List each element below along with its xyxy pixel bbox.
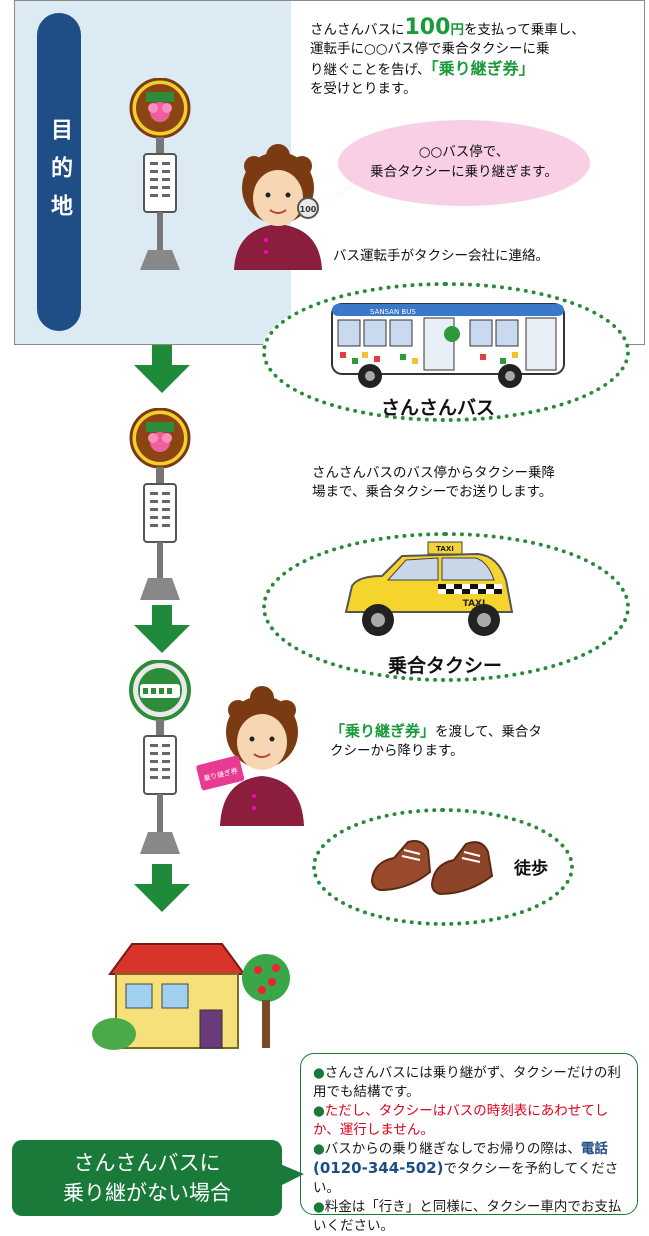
step-label-pill: 目的地 [37, 13, 81, 331]
bubble-line2: 乗合タクシーに乗り継ぎます。 [370, 164, 558, 180]
panel2-description: さんさんバスのバス停からタクシー乗降 場まで、乗合タクシーでお送りします。 [312, 464, 642, 502]
instr-line4: を受けとります。 [310, 81, 417, 97]
bus-stop-sign-icon [129, 78, 191, 270]
no-transfer-notes: ●さんさんバスには乗り継がず、タクシーだけの利用でも結構です。 ●ただし、タクシ… [300, 1053, 638, 1234]
down-arrow [134, 605, 190, 653]
panel1-instruction: さんさんバスに100円を支払って乗車し、 運転手に○○バス停で乗合タクシーに乗 … [310, 15, 640, 99]
panel3-instruction: 「乗り継ぎ券」を渡して、乗合タ クシーから降ります。 [330, 722, 640, 761]
note-item-warning: ●ただし、タクシーはバスの時刻表にあわせてしか、運行しません。 [313, 1103, 609, 1138]
bus-caption: さんさんバス [381, 397, 496, 419]
taxi-stand-sign-icon [129, 660, 191, 854]
badge-pointer [280, 1164, 304, 1186]
desc-line1: さんさんバスのバス停からタクシー乗降 [312, 465, 555, 481]
bus-stop-sign-icon [129, 408, 191, 600]
taxi-icon: TAXI TAXI [344, 541, 514, 636]
bus-sign: SANSAN BUS [370, 308, 416, 316]
note-item: ●さんさんバスには乗り継がず、タクシーだけの利用でも結構です。 [313, 1065, 621, 1100]
note-item: ●料金は「行き」と同様に、タクシー車内でお支払いください。 [313, 1199, 622, 1234]
taxi-sign: TAXI [463, 599, 486, 609]
step-label: タクシー乗降場 [47, 646, 71, 807]
step-label-pill: さんさんバス・バス停 [37, 370, 81, 598]
transfer-ticket-label: 「乗り継ぎ券」 [430, 59, 535, 78]
badge-line1: さんさんバスに [73, 1151, 221, 1175]
bubble-tail [318, 180, 358, 210]
driver-contact-text: バス運転手がタクシー会社に連絡。 [333, 248, 549, 264]
instr-line1a: さんさんバスに [310, 22, 405, 38]
walk-caption: 徒歩 [514, 859, 548, 879]
taxi-caption: 乗合タクシー [388, 655, 503, 677]
instr-line2: 運転手に○○バス停で乗合タクシーに乗 [310, 41, 550, 57]
instr-line1b: を支払って乗車し、 [463, 22, 585, 38]
speech-bubble: ○○バス停で、 乗合タクシーに乗り継ぎます。 [338, 120, 590, 206]
down-arrow [134, 345, 190, 393]
down-arrow [134, 864, 190, 912]
person-icon: 100 [234, 144, 322, 270]
instr-line2: クシーから降ります。 [330, 743, 464, 759]
house-icon [92, 943, 290, 1050]
step-label-pill: タクシー乗降場 [37, 630, 81, 856]
phone-number[interactable]: (0120-344-502) [313, 1159, 444, 1177]
step-label: 目的地 [47, 118, 72, 232]
fare-amount: 100 [404, 15, 451, 40]
bubble-line1: ○○バス停で、 [418, 144, 510, 160]
no-transfer-badge: さんさんバスに 乗り継がない場合 [12, 1140, 282, 1216]
step-label: 自宅 [47, 917, 72, 1041]
badge-line2: 乗り継がない場合 [63, 1181, 231, 1205]
instr-line3a: り継ぐことを告げ、 [310, 62, 431, 78]
transfer-ticket-label: 「乗り継ぎ券」 [330, 722, 436, 740]
step-label: さんさんバス・バス停 [47, 382, 71, 582]
step-label-pill: 自宅 [37, 889, 81, 1047]
desc-line2: 場まで、乗合タクシーでお送りします。 [312, 484, 553, 500]
shoes-icon [370, 840, 494, 896]
svg-text:TAXI: TAXI [436, 545, 454, 553]
phone-label: 電話 [580, 1141, 608, 1157]
bus-icon: SANSAN BUS [331, 303, 565, 388]
coin-label: 100 [300, 205, 317, 214]
instr-line1b: を渡して、乗合タ [435, 724, 542, 740]
person-with-ticket-icon: 乗り継ぎ券 [196, 686, 304, 826]
fare-yen: 円 [450, 22, 464, 38]
note-item: ●バスからの乗り継ぎなしでお帰りの際は、電話(0120-344-502)でタクシ… [313, 1141, 619, 1196]
